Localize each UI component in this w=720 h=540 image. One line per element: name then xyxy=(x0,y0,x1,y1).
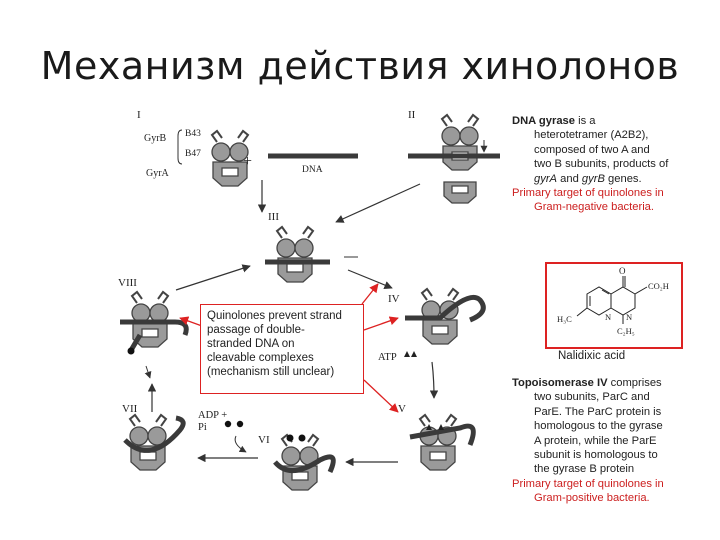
pi-dot-1 xyxy=(224,420,232,428)
note-line-2: passage of double- xyxy=(207,324,305,336)
gyrb-label: GyrB xyxy=(144,133,167,144)
gyrase-line-3: composed of two A and xyxy=(534,143,650,156)
atp-triangles xyxy=(404,351,417,357)
gyrb-bracket xyxy=(177,129,183,165)
genes-word: genes. xyxy=(604,172,642,185)
note-line-5: (mechanism still unclear) xyxy=(207,366,335,378)
nitrogen-1-label: N xyxy=(605,312,611,322)
adp-dot-1 xyxy=(286,434,294,442)
gene-gyra: gyrA xyxy=(534,172,558,185)
step-label-ii: II xyxy=(408,109,416,121)
gyrase-enzyme-step-vii xyxy=(129,414,167,471)
step-label-vi: VI xyxy=(258,434,270,446)
methyl-bond xyxy=(576,307,588,317)
gyrase-enzyme-step-ii-top xyxy=(441,114,479,171)
red-arrow-to-iii xyxy=(361,283,379,305)
ethyl-label: C₂H₅ xyxy=(617,326,635,336)
arrow-viii-to-iii xyxy=(175,264,251,291)
topo-line-4: homologous to the gyrase xyxy=(534,420,663,433)
gyrase-line-4: two B subunits, products of xyxy=(534,158,669,171)
double-bond-2 xyxy=(601,289,610,295)
cooh-label: CO₂H xyxy=(648,281,669,291)
cooh-bond xyxy=(634,286,648,295)
gyrase-description: DNA gyrase is a heterotetramer (A2B2), c… xyxy=(512,114,712,215)
topo-target-2: Gram-positive bacteria. xyxy=(534,492,650,505)
dna-step-vii xyxy=(123,415,186,453)
step-label-vii: VII xyxy=(122,403,138,415)
topo-target-1: Primary target of quinolones in xyxy=(512,477,664,490)
step-label-iv: IV xyxy=(388,293,400,305)
red-arrow-to-viii xyxy=(179,316,203,327)
note-line-1: Quinolones prevent strand xyxy=(207,310,342,322)
quinolone-note-box: Quinolones prevent strand passage of dou… xyxy=(200,304,364,394)
gyrase-line-2: heterotetramer (A2B2), xyxy=(534,129,649,142)
gyrase-target-1: Primary target of quinolones in xyxy=(512,187,664,200)
arrow-iii-to-iv xyxy=(347,269,393,290)
gyrase-target-2: Gram-negative bacteria. xyxy=(534,201,655,214)
topo-description: Topoisomerase IV comprises two subunits,… xyxy=(512,376,712,506)
adp-label: ADP + xyxy=(198,410,227,421)
plus-sign: + xyxy=(243,153,252,170)
arrow-adp-release xyxy=(234,435,247,453)
gyra-step-ii xyxy=(443,181,477,204)
pi-dot-2 xyxy=(236,420,244,428)
ring-left xyxy=(586,286,612,316)
nalidixic-acid-label: Nalidixic acid xyxy=(558,350,626,362)
arrow-ii-to-iii xyxy=(335,183,421,223)
topo-line-3: ParE. The ParC protein is xyxy=(534,405,662,418)
red-arrow-to-v xyxy=(363,379,399,413)
gyrase-enzyme-step-v xyxy=(419,414,457,471)
note-line-3: stranded DNA on xyxy=(207,338,295,350)
arrow-viii-small xyxy=(144,365,152,379)
ring-right xyxy=(610,286,636,316)
arrow-iv-to-v xyxy=(429,361,439,399)
step-label-viii: VIII xyxy=(118,277,137,289)
pi-label: Pi xyxy=(198,422,207,433)
step-label-i: I xyxy=(137,109,141,121)
atp-label: ATP xyxy=(378,352,397,363)
red-arrow-to-iv xyxy=(363,316,399,331)
oxygen-label: O xyxy=(619,266,626,276)
topo-line-1: comprises xyxy=(607,377,662,389)
dna-step-iv xyxy=(405,294,486,323)
topo-line-7: the gyrase B protein xyxy=(534,463,635,476)
gyrase-enzyme-step-iii xyxy=(276,226,314,283)
b43-label: B43 xyxy=(185,129,201,139)
topo-line-2: two subunits, ParC and xyxy=(534,391,650,404)
adp-dot-2 xyxy=(298,434,306,442)
topo-term: Topoisomerase IV xyxy=(512,377,608,389)
atp-bound-step-v xyxy=(426,424,444,430)
dna-step-v xyxy=(409,423,476,446)
dna-label: DNA xyxy=(302,165,323,175)
gyrase-line-1: is a xyxy=(575,115,596,127)
dot-step-viii xyxy=(127,347,135,355)
note-line-4: cleavable complexes xyxy=(207,352,314,364)
topo-line-5: A protein, while the ParE xyxy=(534,434,657,447)
step-label-iii: III xyxy=(268,211,279,223)
dna-step-vi xyxy=(273,454,336,474)
nalidixic-acid-structure-box: O CO₂H H₃C N N C₂H₅ xyxy=(545,262,683,349)
step-label-v: V xyxy=(398,403,406,415)
methyl-label: H₃C xyxy=(557,314,572,324)
nalidixic-acid-structure: O CO₂H H₃C N N C₂H₅ xyxy=(557,266,669,336)
page-title: Механизм действия хинолонов xyxy=(40,44,680,88)
nitrogen-2-label: N xyxy=(626,312,632,322)
gyrase-term: DNA gyrase xyxy=(512,115,576,127)
topo-line-6: subunit is homologous to xyxy=(534,449,658,462)
b47-label: B47 xyxy=(185,149,201,159)
gyra-label: GyrA xyxy=(146,168,170,179)
gene-gyrb: gyrB xyxy=(581,172,605,185)
and-word: and xyxy=(557,172,582,185)
